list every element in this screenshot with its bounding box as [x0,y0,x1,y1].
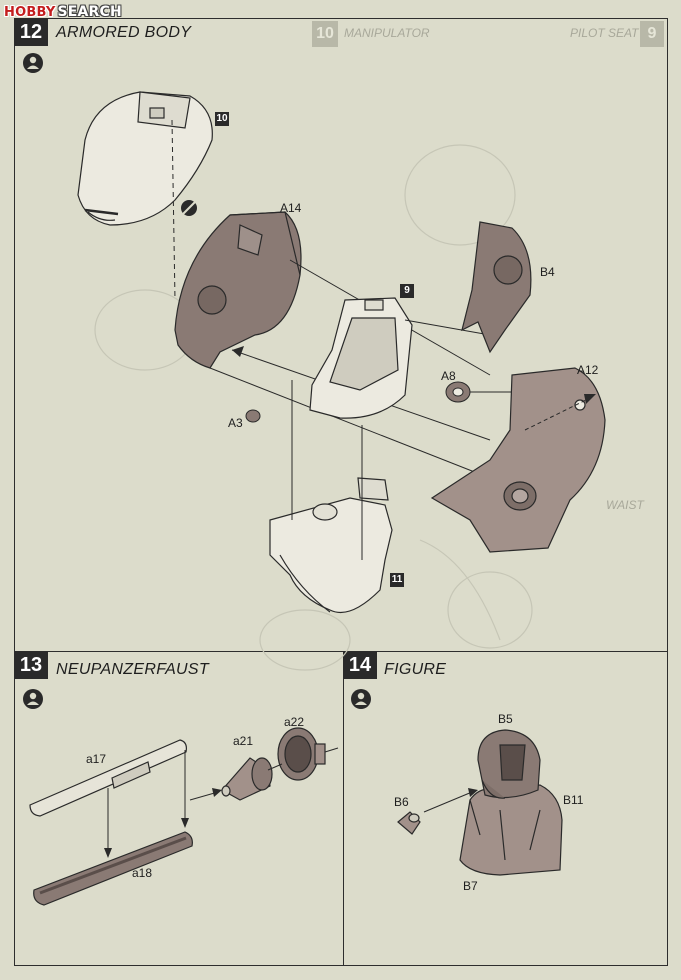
label-a17: a17 [86,752,107,766]
a18-part [33,831,193,906]
a17-part [29,739,187,817]
label-b4: B4 [540,265,555,279]
label-b6: B6 [394,795,409,809]
ghost-step-10-title: MANIPULATOR [344,26,430,40]
ref-number-10: 10 [215,112,229,126]
ref-number-11: 11 [390,573,404,587]
step-12-title: ARMORED BODY [56,24,192,41]
hobby-search-watermark: HOBBY SEARCH [4,4,122,20]
step-12-number: 12 [14,18,48,46]
b4-part [461,221,532,354]
watermark-logo: HOBBY [4,4,56,20]
a21-part [221,757,273,801]
ghost-step-11-title: WAIST [606,498,644,512]
b6-part [397,811,421,835]
person-icon [23,53,43,73]
label-b7: B7 [463,879,478,893]
label-b11: B11 [563,793,584,807]
step-13-title: NEUPANZERFAUST [56,661,209,678]
a22-part [277,727,326,781]
ghost-step-10-badge: 10 [312,21,338,47]
person-icon [23,689,43,709]
a14-part [174,211,302,369]
label-a14: A14 [280,201,302,215]
label-a12: A12 [577,363,599,377]
label-a8: A8 [441,369,456,383]
upper-cover-part [77,91,213,226]
seat-part [309,297,413,419]
ref-number-9: 9 [400,284,414,298]
step-14-title: FIGURE [384,661,447,678]
person-icon [351,689,371,709]
label-a21: a21 [233,734,254,748]
step-14-panel [343,651,668,966]
a8-part [445,381,471,403]
ghost-step-9-badge: 9 [640,21,664,47]
step-14-number: 14 [343,651,377,679]
pilot-figure [459,729,563,876]
watermark-text: SEARCH [57,4,122,20]
step-13-number: 13 [14,651,48,679]
label-b5: B5 [498,712,513,726]
label-a22: a22 [284,715,305,729]
label-a3: A3 [228,416,243,430]
a3-part [245,409,261,423]
a12-part [430,367,606,553]
no-glue-icon [181,200,197,216]
ghost-step-9-title: PILOT SEAT [570,26,639,40]
label-a18: a18 [132,866,153,880]
